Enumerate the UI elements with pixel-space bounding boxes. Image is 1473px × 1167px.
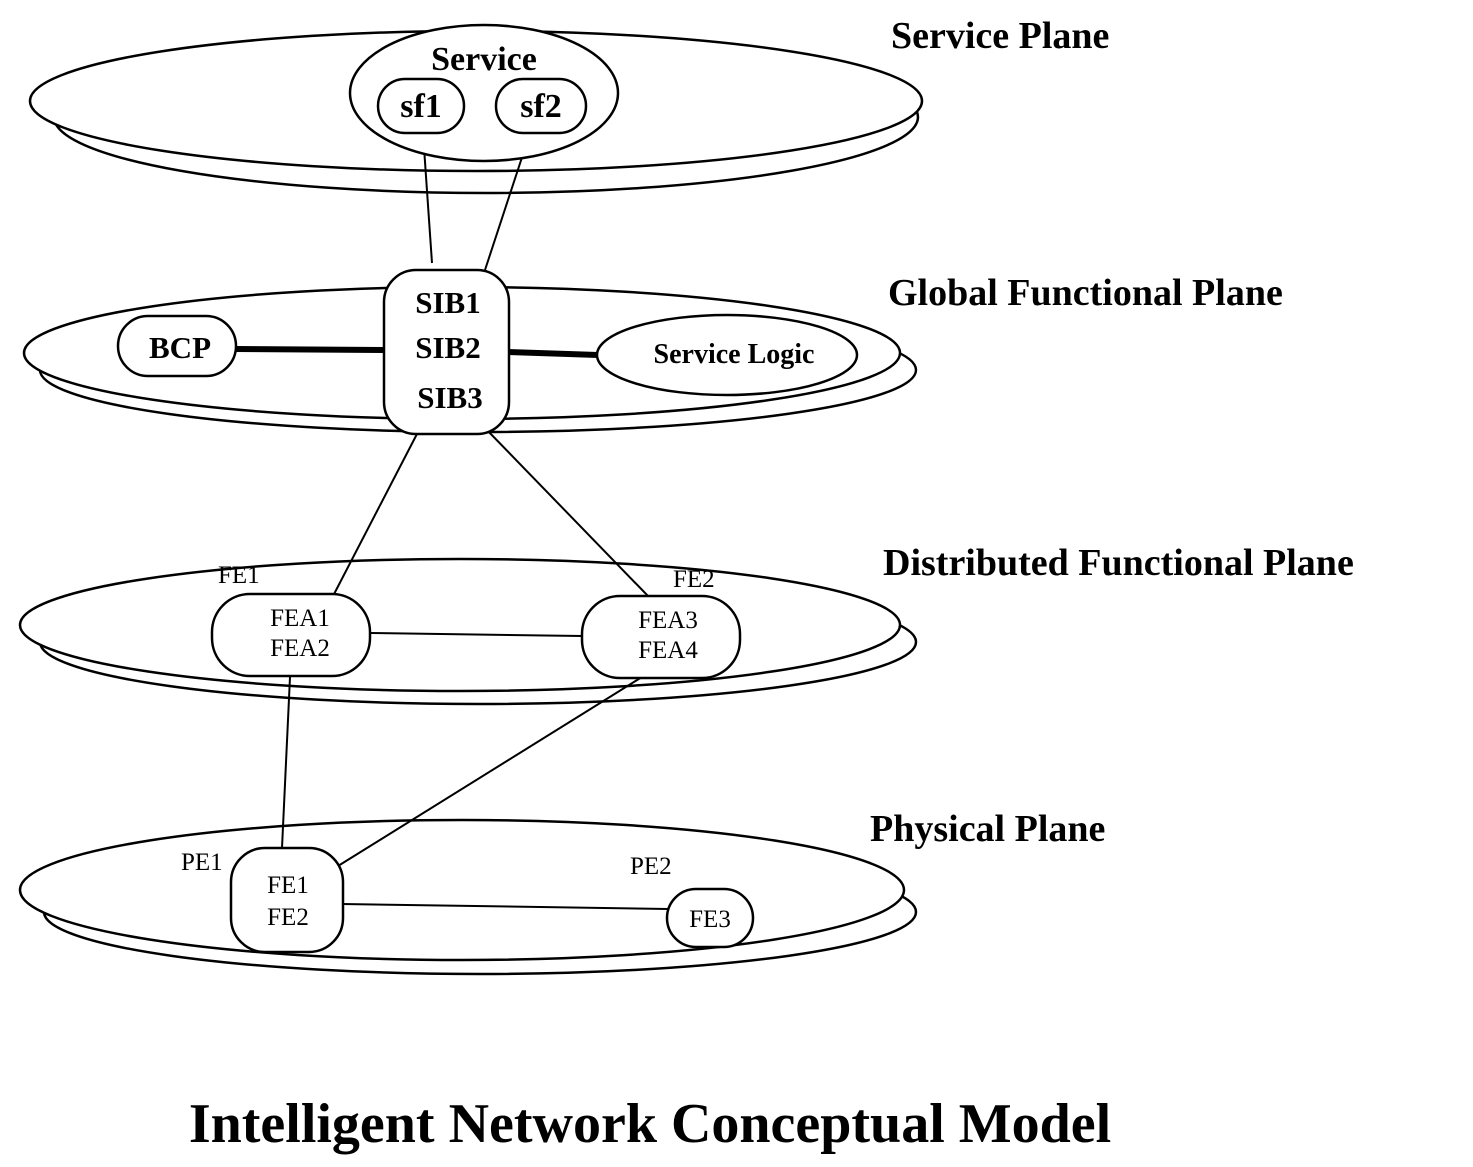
link-pe1-pe2	[341, 903, 669, 910]
link-bcp-sib	[234, 346, 386, 353]
sib3-label: SIB3	[417, 380, 482, 415]
fea4-label: FEA4	[638, 637, 698, 664]
link-sib-fea1	[331, 431, 419, 599]
sf1-label: sf1	[400, 88, 442, 125]
pe1-fe2-label: FE2	[267, 904, 309, 931]
pe1-node	[229, 846, 345, 954]
physical-plane-ellipse	[18, 818, 906, 962]
sf1-node	[376, 77, 466, 135]
pe1-fe1-label: FE1	[267, 872, 309, 899]
link-fe2-pe1	[337, 676, 643, 867]
fe1-node	[210, 592, 372, 678]
global-plane-label: Global Functional Plane	[888, 272, 1283, 314]
sib-node	[382, 268, 511, 436]
pe2-node	[665, 887, 755, 949]
sib1-label: SIB1	[415, 285, 480, 320]
pe2-fe3-label: FE3	[689, 906, 731, 933]
sf2-label: sf2	[520, 88, 562, 125]
bcp-node	[116, 314, 238, 378]
fe2-label: FE2	[673, 566, 715, 593]
fea3-label: FEA3	[638, 607, 698, 634]
service-label: Service	[431, 41, 537, 78]
bcp-label: BCP	[149, 330, 211, 365]
service-logic-label: Service Logic	[654, 339, 815, 370]
fe2-node	[580, 594, 742, 680]
distributed-functional-plane	[18, 557, 918, 706]
link-fe1-fe2	[369, 632, 583, 637]
fea2-label: FEA2	[270, 635, 330, 662]
diagram-caption: Intelligent Network Conceptual Model	[189, 1093, 1111, 1155]
fe1-label: FE1	[218, 562, 260, 589]
service-logic-node	[595, 313, 859, 397]
link-sib-fea3	[484, 427, 649, 597]
physical-plane	[18, 818, 918, 976]
fea1-label: FEA1	[270, 605, 330, 632]
pe2-label: PE2	[630, 853, 672, 880]
physical-plane-label: Physical Plane	[870, 808, 1105, 850]
link-fe1-pe1	[281, 676, 291, 849]
sf2-node	[494, 77, 588, 135]
service-plane-label: Service Plane	[891, 15, 1109, 57]
pe1-label: PE1	[181, 849, 223, 876]
distributed-plane-label: Distributed Functional Plane	[883, 542, 1354, 584]
sib2-label: SIB2	[415, 330, 480, 365]
distributed-plane-ellipse	[18, 557, 902, 693]
link-sib-service-logic	[507, 349, 599, 358]
